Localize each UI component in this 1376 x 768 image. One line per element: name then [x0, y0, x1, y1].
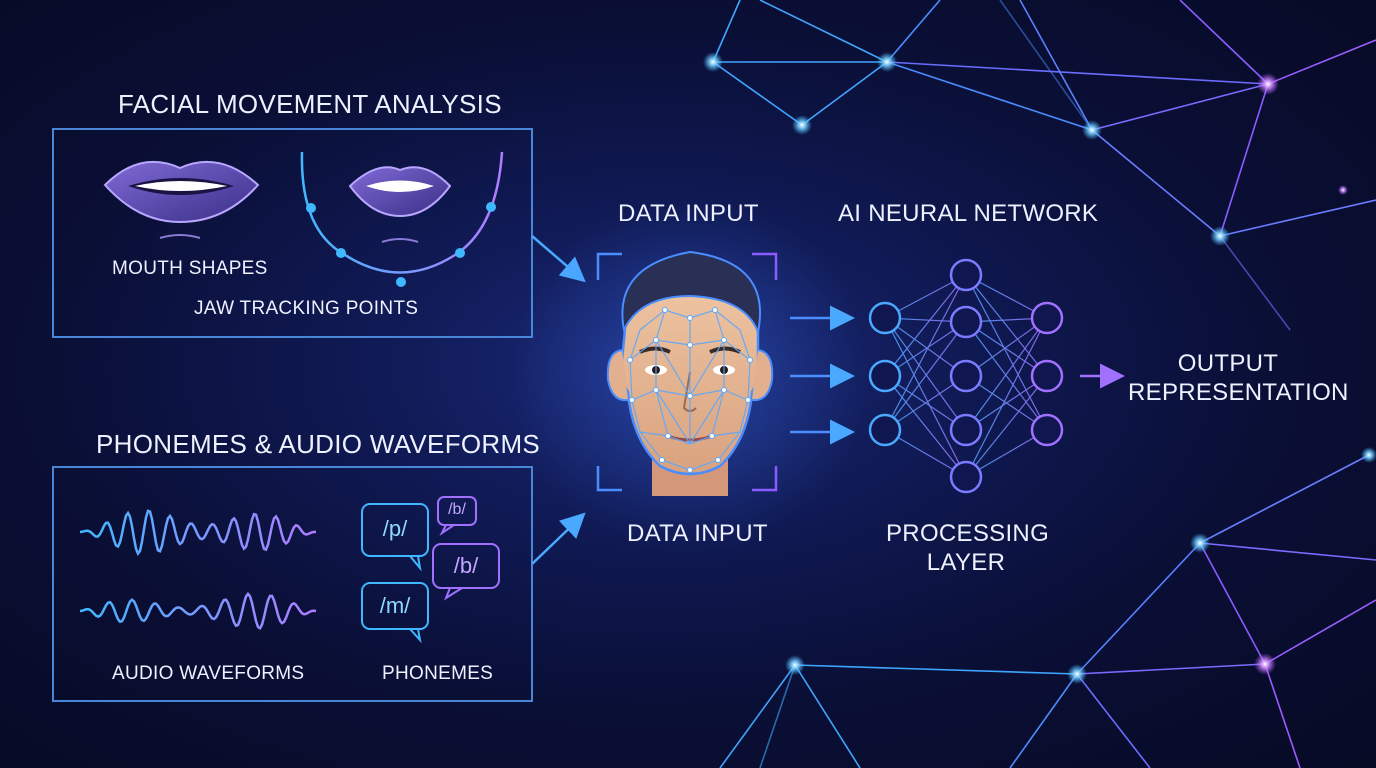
nn-node	[949, 460, 983, 494]
nn-node	[868, 359, 902, 393]
processing-layer-line1: PROCESSING	[886, 520, 1050, 547]
nn-edge	[965, 375, 1048, 478]
nn-node	[949, 413, 983, 447]
nn-node	[868, 413, 902, 447]
phoneme-m: /m/	[379, 593, 411, 618]
jaw-tracking-label: JAW TRACKING POINTS	[194, 298, 419, 319]
processing-layer-line2: LAYER	[926, 549, 1006, 576]
nn-node	[949, 359, 983, 393]
nn-edge	[965, 317, 1048, 377]
facial-analysis-panel	[52, 128, 533, 338]
phoneme-bubbles	[361, 496, 500, 644]
output-line1: OUTPUT	[1177, 350, 1279, 377]
neural-network-title: AI NEURAL NETWORK	[838, 200, 1099, 227]
nn-node	[1030, 413, 1064, 447]
nn-edge	[965, 274, 1048, 377]
audio-waveforms-label: AUDIO WAVEFORMS	[112, 663, 305, 684]
phonemes-label: PHONEMES	[382, 663, 494, 684]
nn-node	[868, 301, 902, 335]
background-network-bottom	[719, 454, 1376, 768]
neural-network-nodes	[868, 258, 1064, 494]
data-input-title: DATA INPUT	[618, 200, 759, 227]
background-nodes-bottom	[785, 447, 1376, 684]
nn-edge	[884, 375, 967, 478]
phonemes-audio-title: PHONEMES & AUDIO WAVEFORMS	[96, 429, 541, 459]
output-line2: REPRESENTATION	[1128, 379, 1349, 406]
nn-edge	[884, 274, 967, 431]
nn-edge	[884, 317, 967, 377]
background-nodes-top	[703, 52, 1348, 246]
nn-edge	[965, 274, 1048, 431]
nn-node	[949, 305, 983, 339]
nn-edge	[884, 274, 967, 377]
facial-analysis-title: FACIAL MOVEMENT ANALYSIS	[118, 89, 502, 119]
nn-edge	[884, 317, 967, 431]
data-input-caption: DATA INPUT	[627, 520, 768, 547]
nn-edge	[965, 317, 1048, 478]
nn-edge	[884, 321, 967, 431]
nn-node	[1030, 301, 1064, 335]
waveform-icon	[79, 509, 317, 630]
nn-node	[949, 258, 983, 292]
arrow-audio-to-input	[531, 512, 586, 565]
nn-node	[1030, 359, 1064, 393]
background-network-top	[712, 0, 1376, 331]
phoneme-p: /p/	[382, 516, 408, 541]
phoneme-b: /b/	[453, 553, 479, 578]
face-scan-icon	[510, 195, 870, 555]
nn-edge	[965, 317, 1048, 431]
mouth-shape-icon	[103, 160, 260, 239]
audio-phoneme-panel	[52, 466, 533, 702]
phoneme-b-small: /b/	[448, 501, 466, 518]
nn-edge	[884, 317, 967, 478]
jaw-tracking-icon	[300, 151, 504, 287]
mouth-shapes-label: MOUTH SHAPES	[112, 258, 268, 279]
arrows-input-to-network	[790, 305, 855, 445]
